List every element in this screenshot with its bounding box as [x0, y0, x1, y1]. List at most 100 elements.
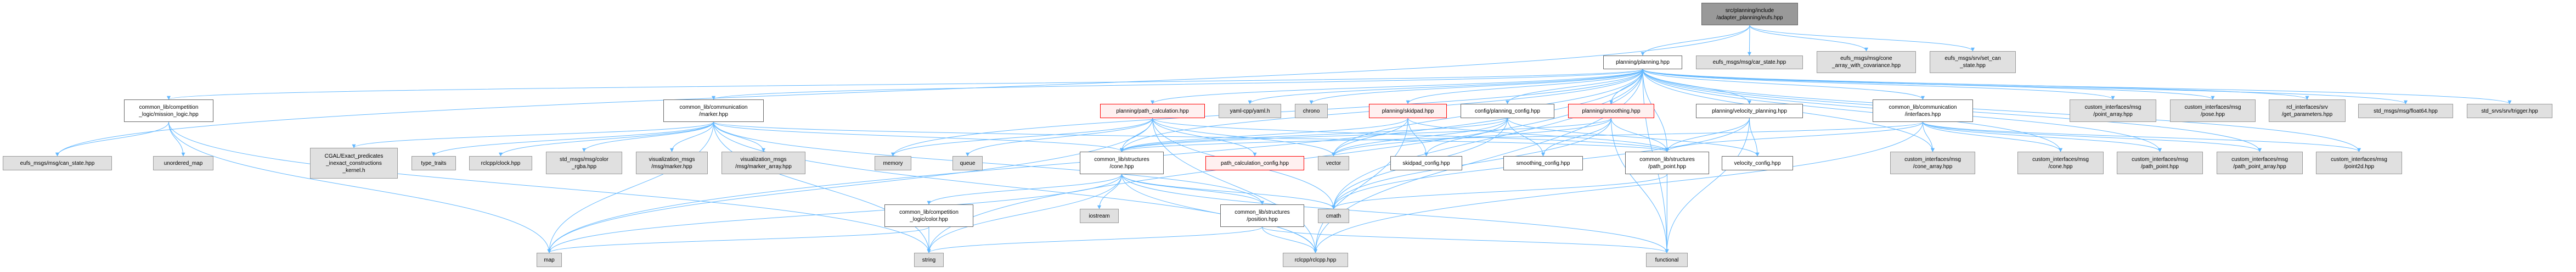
node-pose[interactable]: custom_interfaces/msg/pose.hpp — [2170, 99, 2256, 122]
node-position[interactable]: common_lib/structures/position.hpp — [1220, 204, 1304, 227]
node-smoothing-cfg[interactable]: smoothing_config.hpp — [1503, 156, 1583, 170]
node-pathcalc-cfg[interactable]: path_calculation_config.hpp — [1205, 156, 1304, 170]
node-float64[interactable]: std_msgs/msg/float64.hpp — [2358, 104, 2453, 118]
node-label-line: memory — [883, 160, 903, 166]
edge-marker-to-cgal — [352, 121, 714, 148]
edge-marker-to-map — [547, 121, 714, 253]
node-vis-marker-array[interactable]: visualization_msgs/msg/marker_array.hpp — [721, 152, 805, 174]
node-label-line: path_calculation_config.hpp — [1221, 160, 1289, 166]
edge-pathcalc-to-map — [547, 118, 1153, 253]
edge-planning-to-yaml — [1248, 69, 1643, 104]
node-label-line: /position.hpp — [1247, 216, 1278, 223]
edge-smoothing-to-vector — [1332, 118, 1611, 157]
node-plconfig[interactable]: config/planning_config.hpp — [1461, 104, 1554, 118]
node-path-point[interactable]: common_lib/structures/path_point.hpp — [1625, 152, 1709, 174]
node-car-state[interactable]: eufs_msgs/msg/car_state.hpp — [1696, 55, 1803, 69]
node-mission[interactable]: common_lib/competition_logic/mission_log… — [124, 99, 213, 122]
node-label-line: std_msgs/msg/color — [560, 156, 608, 163]
node-cone-cov[interactable]: eufs_msgs/msg/cone_array_with_covariance… — [1817, 51, 1916, 73]
node-label-line: eufs_msgs/msg/cone — [1840, 55, 1892, 62]
node-cone[interactable]: common_lib/structures/cone.hpp — [1080, 152, 1164, 174]
node-vector[interactable]: vector — [1318, 156, 1349, 170]
edge-smoothing-to-path_point — [1611, 118, 1669, 152]
node-label-line: common_lib/communication — [679, 104, 748, 110]
edge-mission-to-map — [168, 121, 551, 253]
edge-cone-to-rclcpp — [1121, 174, 1317, 253]
node-queue[interactable]: queue — [952, 156, 983, 170]
node-functional[interactable]: functional — [1646, 253, 1688, 267]
node-label-line: custom_interfaces/msg — [2331, 156, 2387, 163]
node-label-line: planning/skidpad.hpp — [1382, 108, 1434, 114]
edge-plconfig-to-smoothing_cfg — [1507, 118, 1545, 157]
node-rclcpp[interactable]: rclcpp/rclcpp.hpp — [1283, 253, 1348, 267]
node-trigger[interactable]: std_srvs/srv/trigger.hpp — [2467, 104, 2552, 118]
node-label-line: /cone.hpp — [2048, 163, 2073, 170]
node-ci-point2d[interactable]: custom_interfaces/msg/point2d.hpp — [2316, 152, 2402, 174]
node-map[interactable]: map — [537, 253, 562, 267]
node-marker[interactable]: common_lib/communication/marker.hpp — [663, 99, 764, 122]
node-pathcalc[interactable]: planning/path_calculation.hpp — [1100, 104, 1205, 118]
node-memory[interactable]: memory — [875, 156, 911, 170]
edge-planning-to-plconfig — [1506, 69, 1643, 104]
node-ci-path-point[interactable]: custom_interfaces/msg/path_point.hpp — [2117, 152, 2203, 174]
node-velplan[interactable]: planning/velocity_planning.hpp — [1696, 104, 1803, 118]
node-label-line: rclcpp/rclcpp.hpp — [1294, 257, 1337, 263]
edge-planning-to-rclcpp — [1314, 69, 1643, 253]
node-label-line: custom_interfaces/msg — [2231, 156, 2288, 163]
edge-position-to-string — [927, 226, 1262, 253]
node-label-line: custom_interfaces/msg — [2132, 156, 2188, 163]
node-label-line: /point2d.hpp — [2343, 163, 2375, 170]
node-label-line: iostream — [1089, 213, 1110, 219]
node-can-state[interactable]: eufs_msgs/msg/can_state.hpp — [3, 156, 112, 170]
edge-planning-to-pathcalc — [1151, 69, 1643, 104]
edge-planning-to-cmath — [1332, 69, 1643, 209]
edge-velplan-to-velocity_cfg — [1749, 118, 1760, 157]
edge-pathcalc-to-rclcpp — [1152, 118, 1317, 253]
edge-velplan-to-functional — [1665, 118, 1750, 253]
node-skidpad-cfg[interactable]: skidpad_config.hpp — [1390, 156, 1462, 170]
node-planning[interactable]: planning/planning.hpp — [1603, 55, 1682, 69]
node-vis-marker[interactable]: visualization_msgs/msg/marker.hpp — [636, 152, 708, 174]
node-ci-path-point-array[interactable]: custom_interfaces/msg/path_point_array.h… — [2217, 152, 2303, 174]
node-set-can[interactable]: eufs_msgs/srv/set_can_state.hpp — [1930, 51, 2016, 73]
edge-position-to-rclcpp — [1262, 226, 1317, 253]
node-getparams[interactable]: rcl_interfaces/srv/get_parameters.hpp — [2269, 99, 2346, 122]
node-type-traits[interactable]: type_traits — [412, 156, 456, 170]
node-point-array[interactable]: custom_interfaces/msg/point_array.hpp — [2070, 99, 2156, 122]
edge-interfaces-to-rclcpp — [1314, 121, 1923, 253]
node-cgal[interactable]: CGAL/Exact_predicates_inexact_constructi… — [310, 148, 398, 179]
node-label-line: _kernel.h — [342, 167, 365, 174]
edge-marker-to-string — [713, 121, 931, 253]
node-iostream[interactable]: iostream — [1080, 209, 1119, 223]
edge-marker-to-cone — [713, 121, 1124, 152]
node-label-line: _array_with_covariance.hpp — [1831, 63, 1901, 69]
edge-marker-to-clock — [499, 121, 714, 157]
node-velocity-cfg[interactable]: velocity_config.hpp — [1722, 156, 1793, 170]
node-ci-cone-array[interactable]: custom_interfaces/msg/cone_array.hpp — [1890, 152, 1975, 174]
node-color[interactable]: common_lib/competition_logic/color.hpp — [884, 204, 973, 227]
node-label-line: planning/planning.hpp — [1616, 59, 1670, 65]
node-unordered-map[interactable]: unordered_map — [153, 156, 213, 170]
node-interfaces[interactable]: common_lib/communication/interfaces.hpp — [1873, 99, 1973, 122]
node-chrono[interactable]: chrono — [1295, 104, 1328, 118]
node-yaml[interactable]: yaml-cpp/yaml.h — [1219, 104, 1281, 118]
edge-planning-to-trigger — [1642, 69, 2512, 104]
node-root[interactable]: src/planning/include/adapter_planning/eu… — [1701, 3, 1798, 25]
node-cmath[interactable]: cmath — [1318, 209, 1349, 223]
node-clock[interactable]: rclcpp/clock.hpp — [469, 156, 532, 170]
node-label-line: CGAL/Exact_predicates — [324, 153, 384, 159]
node-string[interactable]: string — [914, 253, 944, 267]
node-smoothing[interactable]: planning/smoothing.hpp — [1568, 104, 1654, 118]
edge-skidpad-to-skidpad_cfg — [1407, 118, 1428, 157]
edge-interfaces-to-ci_path_point_array — [1923, 121, 2262, 152]
node-label-line: skidpad_config.hpp — [1402, 160, 1450, 166]
edge-planning-to-interfaces — [1642, 69, 1925, 100]
node-ci-cone[interactable]: custom_interfaces/msg/cone.hpp — [2017, 152, 2104, 174]
edge-cone-to-string — [927, 174, 1122, 253]
node-skidpad[interactable]: planning/skidpad.hpp — [1369, 104, 1447, 118]
node-label-line: /path_point.hpp — [2141, 163, 2179, 170]
node-color-rgba[interactable]: std_msgs/msg/color_rgba.hpp — [546, 152, 622, 174]
edge-position-to-functional — [1262, 226, 1669, 253]
